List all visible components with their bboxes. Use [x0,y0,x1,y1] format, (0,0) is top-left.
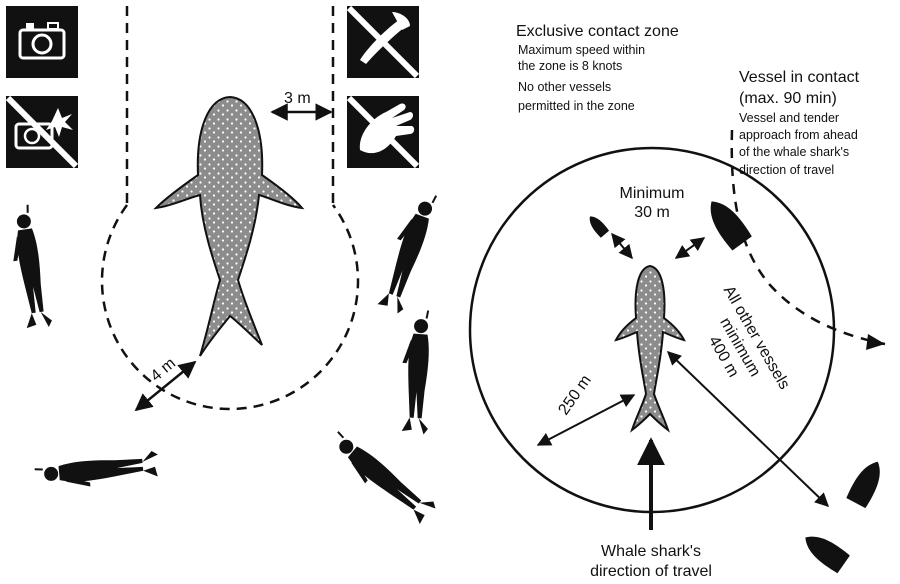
min-arrow-right [676,238,704,258]
snorkeler-icon [34,450,160,491]
gap-label: 3 m [284,90,311,107]
zone-title: Exclusive contact zone [516,23,679,40]
vessel-note-3: of the whale shark's [739,145,849,159]
zone-rule-4: permitted in the zone [518,99,635,113]
minimum-label-line2: 30 m [634,204,670,221]
zone-rule-2: the zone is 8 knots [518,59,622,73]
minimum-label-line1: Minimum [620,185,685,202]
min-arrow-left [612,234,632,258]
boat-icon [846,456,888,508]
zone-rule-3: No other vessels [518,80,611,94]
radius-label-right: 250 m [555,372,594,418]
no-flash-icon [6,96,78,168]
snorkeler-icon [6,204,53,331]
snorkeler-icon [398,309,437,435]
path-arrowhead [866,334,885,350]
vessel-note-2: approach from ahead [739,128,858,142]
vessel-title-line1: Vessel in contact [739,69,860,86]
zone-rule-1: Maximum speed within [518,43,645,57]
vessel-title-line2: (max. 90 min) [739,90,837,107]
camera-icon [6,6,78,78]
boat-icon [586,213,610,238]
whale-shark-left [156,97,302,356]
snorkeler-icon [324,426,438,529]
snorkeler-icon [373,188,444,315]
radius-label-left: 4 m [148,355,179,385]
boat-icon [799,528,850,574]
no-touch-shark-icon [347,6,419,78]
vessel-note-1: Vessel and tender [739,111,839,125]
travel-label-line1: Whale shark's [601,543,701,560]
radius-arrow-right [538,395,634,445]
whale-shark-right [616,266,684,430]
no-touch-hand-icon [347,96,419,168]
vessel-note-4: direction of travel [739,163,834,177]
other-vessels-label: All other vessels minimum 400 m [687,283,793,411]
travel-label-line2: direction of travel [590,563,712,580]
